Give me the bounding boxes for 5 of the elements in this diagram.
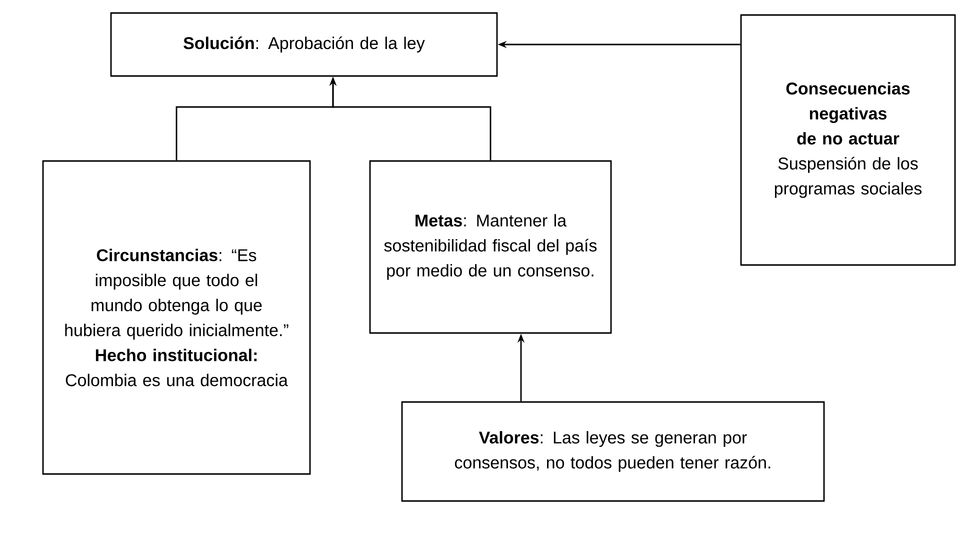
- solution-box: Solución: Aprobación de la ley: [110, 12, 498, 77]
- circumstance-box: Circunstancias: “Es imposible que todo el mundo obtenga lo que hubiera querido inicialmente.” Hecho institucional: Colombia es una democracia: [42, 160, 311, 475]
- values-box: Valores: Las leyes se generan por consensos, no todos pueden tener razón.: [401, 401, 825, 502]
- goal-box: Metas: Mantener la sostenibilidad fiscal del país por medio de un consenso.: [369, 160, 612, 334]
- consequence-box: Consecuencias negativas de no actuar Suspensión de los programas sociales: [740, 14, 956, 266]
